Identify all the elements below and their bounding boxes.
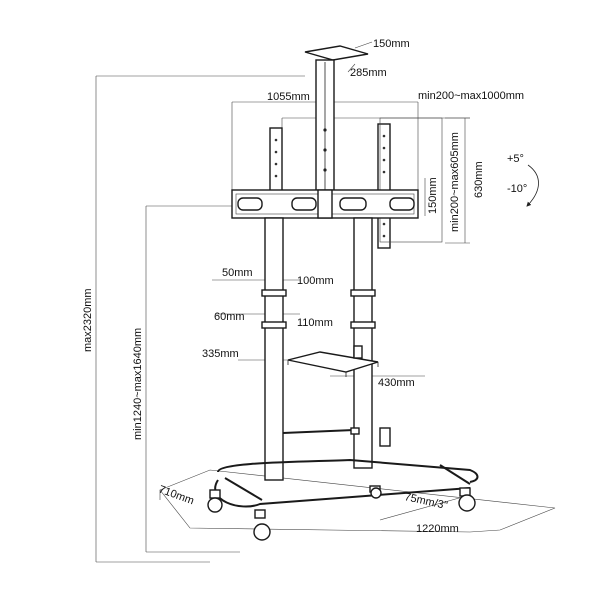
base <box>214 458 479 508</box>
label-shelf-depth: 335mm <box>202 348 239 360</box>
label-upper-clamp-offset: 50mm <box>222 267 253 279</box>
main-poles <box>261 217 391 481</box>
label-base-width: 1220mm <box>416 523 459 535</box>
label-caster-size: 75mm/3" <box>403 491 448 512</box>
label-vesa-horizontal: min200~max1000mm <box>418 90 524 102</box>
tilt-arrow-icon <box>526 164 539 207</box>
label-lower-clamp-offset: 60mm <box>214 311 245 323</box>
ceiling-plate <box>304 45 369 193</box>
label-top-plate-depth: 285mm <box>350 67 387 79</box>
dimension-lines <box>95 41 556 563</box>
shelf <box>287 345 379 377</box>
label-shelf-width: 430mm <box>378 377 415 389</box>
label-top-plate-width: 150mm <box>373 38 410 50</box>
label-bracket-width: 1055mm <box>267 91 310 103</box>
horizontal-bracket <box>231 189 419 219</box>
label-tilt-up: +5° <box>507 153 524 165</box>
label-bracket-arm: 150mm <box>427 177 439 214</box>
label-vesa-vertical: min200~max605mm <box>449 132 461 232</box>
label-height-range: min1240~max1640mm <box>132 328 144 440</box>
label-upper-clamp-width: 100mm <box>297 275 334 287</box>
casters <box>207 485 476 541</box>
label-bracket-height: 630mm <box>473 161 485 198</box>
label-base-depth: 710mm <box>157 484 196 508</box>
label-lower-clamp-width: 110mm <box>297 317 333 329</box>
label-max-height: max2320mm <box>82 288 94 352</box>
label-tilt-down: -10° <box>507 183 527 195</box>
